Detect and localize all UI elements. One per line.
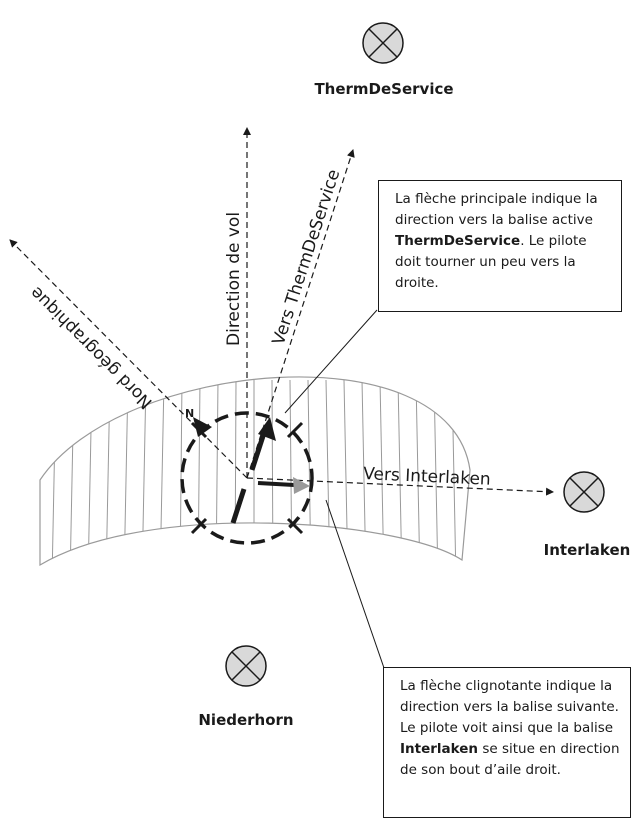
beacon-label-interlaken: Interlaken (544, 541, 631, 559)
north-marker-icon (193, 417, 212, 437)
callout-main-arrow: La flèche principale indique la directio… (378, 180, 622, 312)
beacon-label-therm: ThermDeService (314, 80, 453, 98)
beacon-icon-therm (362, 22, 404, 64)
callout-blinking-arrow: La flèche clignotante indique la directi… (383, 667, 631, 818)
beacon-icon-interlaken (563, 471, 605, 513)
beacon-icon-niederhorn (225, 645, 267, 687)
callout-main-text-2: . Le pilote doit tourner un peu vers la … (395, 233, 587, 291)
blink-arrow-head-icon (293, 477, 310, 494)
therm-direction-label: Vers ThermDeService (269, 167, 345, 347)
compass: N (180, 407, 314, 545)
callout-blink-text-1: La flèche clignotante indique la directi… (400, 678, 619, 736)
north-letter: N (185, 407, 194, 420)
north-direction-label: Nord géographique (26, 282, 156, 412)
beacon-label-niederhorn: Niederhorn (198, 711, 293, 729)
compass-tail (230, 488, 247, 524)
therm-direction-line (246, 149, 355, 479)
callout-main-bold: ThermDeService (395, 233, 521, 249)
callout-blink-text-2: se situe en direction de son bout d’aile… (400, 741, 620, 778)
callout-blink-bold: Interlaken (400, 741, 479, 757)
flight-direction-label: Direction de vol (224, 212, 244, 346)
callout-main-text-1: La flèche principale indique la directio… (395, 191, 598, 228)
callout-leader-main (284, 309, 378, 414)
main-arrow-shaft (249, 432, 267, 471)
main-arrow-head-icon (258, 417, 276, 441)
north-direction-line (9, 239, 248, 479)
blink-arrow-shaft (257, 481, 295, 487)
callout-leader-blink (325, 499, 385, 669)
